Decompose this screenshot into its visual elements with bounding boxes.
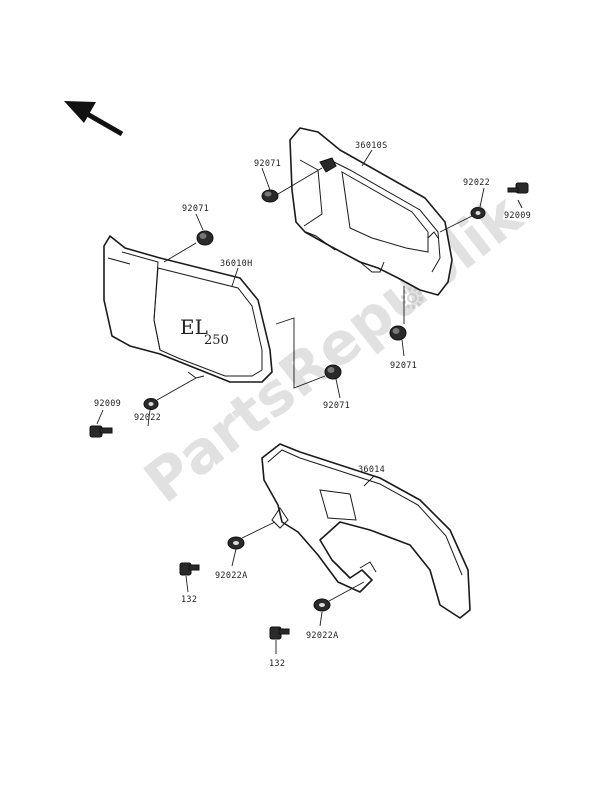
label-132-upper: 132: [181, 595, 197, 605]
bolt-132-lower: [269, 626, 290, 640]
label-92022-right: 92022: [463, 178, 490, 188]
gear-icon: [401, 287, 423, 309]
side-cover-right: [289, 127, 453, 296]
chain-cover: [261, 443, 471, 619]
front-direction-arrow-icon: [64, 101, 124, 137]
label-36010h: 36010H: [220, 259, 253, 269]
bolt-92009-left: [89, 425, 113, 438]
label-92071-top: 92071: [254, 159, 281, 169]
label-92071-right-lower: 92071: [390, 361, 417, 371]
label-92022a-lower: 92022A: [306, 631, 339, 641]
grommet-92071-right-lower: [389, 325, 407, 341]
label-132-lower: 132: [269, 659, 285, 669]
bolt-132-upper: [179, 562, 200, 576]
grommet-92071-top: [261, 189, 279, 203]
washer-92022a-lower: [313, 598, 331, 612]
cover-badge-prefix: EL: [180, 315, 208, 339]
washer-92022-left: [143, 398, 159, 410]
part-labels: 92071 36010S 92022 92009 92071 36010H 92…: [94, 141, 531, 669]
side-cover-left: EL 250: [103, 235, 273, 383]
grommet-92071-center: [324, 364, 342, 380]
label-92071-center: 92071: [323, 401, 350, 411]
label-92009-right: 92009: [504, 211, 531, 221]
washer-92022-right: [470, 207, 486, 219]
label-92071-left: 92071: [182, 204, 209, 214]
cover-badge-number: 250: [204, 333, 229, 348]
label-92009-left: 92009: [94, 399, 121, 409]
grommet-92071-left: [196, 230, 214, 246]
label-92022-left: 92022: [134, 413, 161, 423]
washer-92022a-upper: [227, 536, 245, 550]
label-36014: 36014: [358, 465, 385, 475]
label-36010s: 36010S: [355, 141, 388, 151]
bolt-92009-right: [507, 182, 529, 194]
leader-lines: [96, 149, 523, 654]
label-92022a-upper: 92022A: [215, 571, 248, 581]
